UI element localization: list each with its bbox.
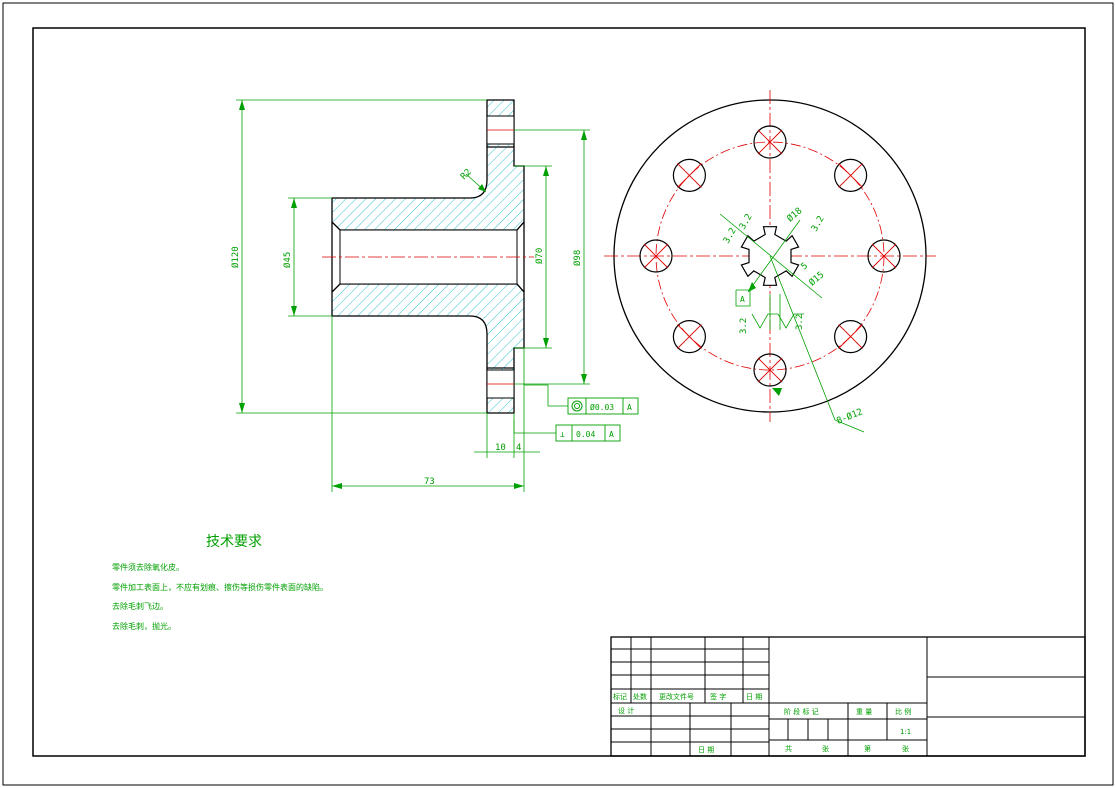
dim-spline-inner: Ø15	[807, 269, 827, 288]
tb-sheet: 第	[864, 744, 871, 753]
bolt-holes	[639, 125, 901, 387]
dim-holes: 8-Ø12	[835, 406, 864, 426]
bolt-hole	[834, 320, 868, 354]
tb-ratio: 比 例	[895, 707, 911, 716]
title-block	[610, 636, 1086, 757]
bolt-hole-mark	[757, 357, 783, 383]
datum-label: A	[740, 295, 745, 304]
tb-weight: 重 量	[856, 708, 872, 716]
requirement-3: 去除毛刺飞边。	[112, 601, 168, 611]
dim-width-4: 4	[516, 443, 521, 453]
rough-b: 3.2	[738, 212, 755, 231]
tb-design: 设 计	[618, 706, 634, 715]
rough-d: 3.2	[739, 318, 749, 334]
bolt-hole	[753, 125, 787, 159]
rough-a: 3.2	[722, 226, 739, 245]
bolt-hole	[672, 158, 706, 192]
section-hatch-top	[331, 146, 525, 231]
coaxiality-frame	[567, 397, 639, 415]
bolt-hole-mark	[677, 163, 702, 188]
tb-stage: 阶 段 标 记	[784, 707, 819, 716]
bolt-hole-mark	[677, 324, 702, 349]
coax-value: Ø0.03	[590, 402, 614, 412]
dim-length: 73	[424, 477, 435, 487]
tb-count: 处数	[633, 692, 647, 701]
tb-sign: 签 字	[710, 692, 726, 701]
tb-sheet-of: 张	[822, 744, 829, 753]
requirement-4: 去除毛刺，抛光。	[112, 621, 176, 631]
dim-dia-outer: Ø120	[230, 246, 241, 268]
drawing-border	[32, 27, 1086, 757]
bolt-hole-mark	[871, 243, 897, 269]
bolt-hole-mark	[643, 243, 669, 269]
bolt-hole-mark	[757, 129, 783, 155]
tb-sheets: 共	[785, 744, 792, 753]
perpendicularity-frame	[555, 424, 621, 442]
front-annotations	[719, 213, 865, 433]
rough-e: 3.2	[795, 314, 805, 330]
bolt-hole	[672, 320, 706, 354]
bolt-hole-mark	[838, 163, 863, 188]
coax-datum: A	[627, 403, 632, 412]
tb-approve: 日 期	[698, 746, 714, 754]
dim-width-10: 10	[495, 443, 506, 453]
perp-datum: A	[609, 430, 614, 439]
section-dimensions	[236, 99, 590, 492]
bolt-hole-mark	[838, 324, 863, 349]
bolt-hole	[834, 158, 868, 192]
dim-dia-hub: Ø70	[534, 248, 545, 264]
dim-spline-5: 5	[800, 261, 811, 272]
dim-spline-dia: Ø18	[785, 205, 805, 224]
section-hatch-bottom	[331, 283, 525, 369]
tb-scale: 1:1	[900, 728, 911, 736]
dim-dia-bore: Ø45	[282, 252, 293, 268]
dim-radius: R2	[459, 167, 474, 182]
front-annotation-arrows	[748, 282, 782, 396]
perp-value: 0.04	[576, 430, 595, 439]
rough-c: 3.2	[810, 214, 827, 233]
section-dim-arrows	[239, 100, 587, 489]
requirement-2: 零件加工表面上，不应有划痕、擦伤等损伤零件表面的缺陷。	[112, 582, 328, 592]
tb-date: 日 期	[746, 693, 762, 701]
bolt-hole	[639, 239, 673, 273]
tb-sheet-unit: 张	[902, 744, 909, 753]
perp-symbol: ⊥	[560, 430, 565, 439]
requirement-1: 零件须去除氧化皮。	[112, 562, 184, 572]
tb-mark: 标记	[613, 692, 627, 701]
section-view	[322, 99, 534, 414]
bolt-hole	[753, 353, 787, 387]
dim-dia-pitch: Ø98	[572, 250, 583, 266]
tb-zone: 更改文件号	[659, 692, 694, 701]
bolt-hole	[867, 239, 901, 273]
requirements-title: 技术要求	[206, 534, 262, 550]
